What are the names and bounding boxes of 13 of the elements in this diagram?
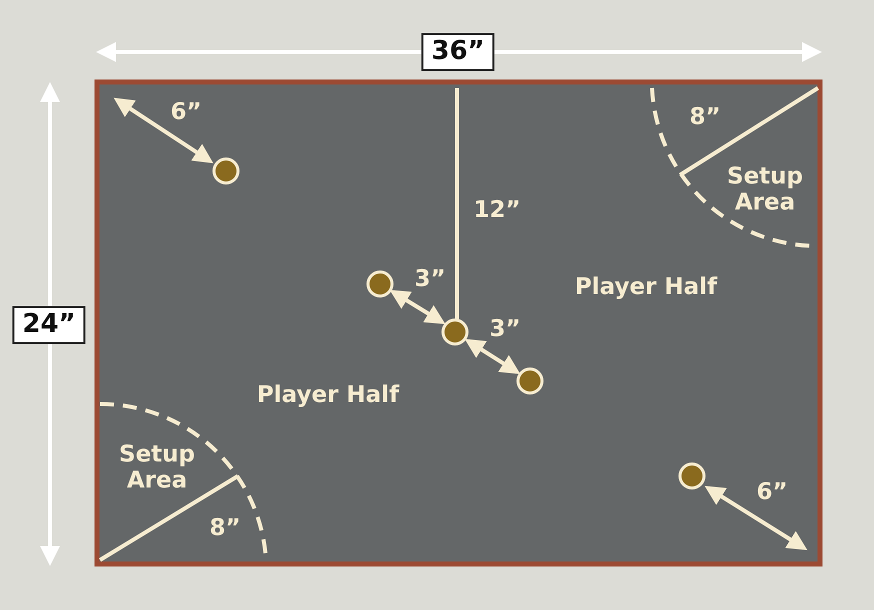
dimension-label: 12” [473,196,521,224]
area-label: Setup Area [118,442,196,494]
area-label: Setup Area [726,164,804,216]
dimension-label: 36” [421,33,495,71]
dimension-label: 3” [489,316,521,342]
area-label: Player Half [256,382,400,408]
dimension-label: 24” [12,306,86,344]
dimension-label: 6” [170,98,202,126]
area-label: Player Half [574,274,718,300]
dimension-label: 3” [414,266,446,292]
dimension-label: 8” [209,514,241,542]
dimension-label: 8” [689,104,721,130]
dimension-label: 6” [756,478,788,506]
